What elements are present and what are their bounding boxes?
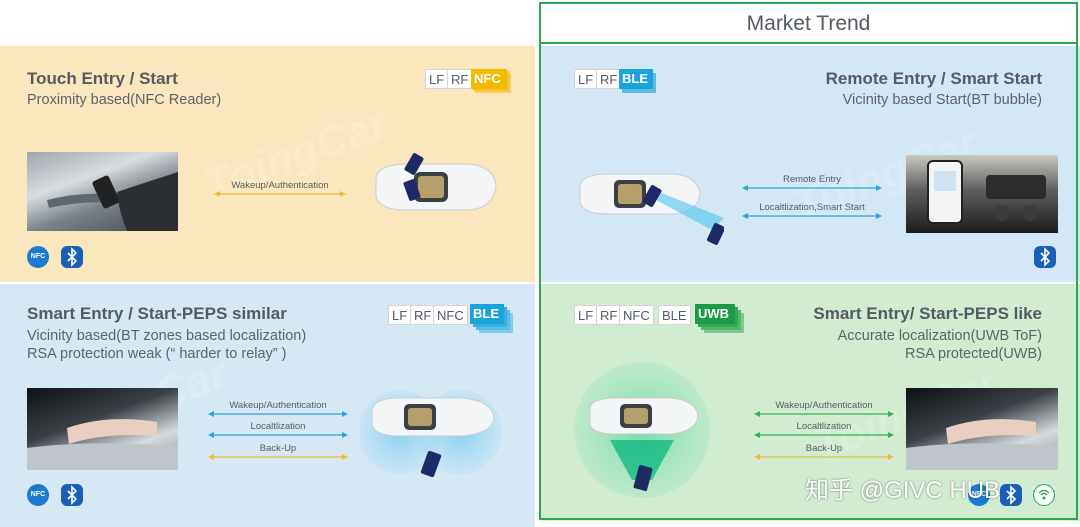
zhihu-site: 知乎 bbox=[805, 477, 853, 504]
peps-like-arrow-label-2: Localtlization bbox=[796, 421, 852, 432]
peps-similar-subtitle-2: RSA protection weak (“ harder to relay” … bbox=[27, 346, 287, 362]
zhihu-watermark: 知乎 @GIVC HUB bbox=[805, 470, 1000, 505]
remote-arrow-label-1: Remote Entry bbox=[782, 174, 842, 185]
car-uwb-zone bbox=[574, 362, 710, 498]
car-ble-bubble bbox=[579, 173, 724, 245]
peps-similar-arrow-label-3: Back-Up bbox=[259, 443, 297, 454]
bluetooth-icon bbox=[61, 246, 83, 268]
touch-entry-subtitle: Proximity based(NFC Reader) bbox=[27, 92, 222, 108]
door-handle-illustration bbox=[47, 172, 178, 231]
tag-lf: LF bbox=[388, 305, 412, 325]
peps-similar-tech-tags: LF RF NFC BLE bbox=[388, 304, 528, 334]
tag-ble-highlight: BLE bbox=[470, 304, 504, 324]
peps-like-arrow-label-3: Back-Up bbox=[805, 443, 843, 454]
bluetooth-icon bbox=[1034, 246, 1056, 268]
remote-entry-subtitle: Vicinity based Start(BT bubble) bbox=[842, 92, 1042, 108]
bluetooth-icon bbox=[1000, 484, 1022, 506]
photo-phone-in-car bbox=[906, 155, 1058, 233]
bluetooth-icon bbox=[61, 484, 83, 506]
tag-lf: LF bbox=[574, 69, 598, 89]
market-trend-heading: Market Trend bbox=[541, 4, 1076, 44]
tag-ble-highlight: BLE bbox=[619, 69, 653, 89]
photo-hand-on-door bbox=[906, 388, 1058, 470]
tag-nfc: NFC bbox=[619, 305, 654, 325]
peps-similar-arrow-label-1: Wakeup/Authentication bbox=[229, 400, 327, 411]
car-top-view bbox=[375, 153, 497, 211]
peps-similar-arrow-label-2: Localtlization bbox=[250, 421, 306, 432]
tag-uwb-highlight: UWB bbox=[695, 304, 735, 324]
peps-like-tech-tags: LF RF NFC BLE UWB bbox=[574, 304, 754, 334]
touch-arrow-wakeup bbox=[214, 191, 346, 197]
peps-like-subtitle-1: Accurate localization(UWB ToF) bbox=[837, 328, 1042, 344]
market-trend-frame bbox=[539, 2, 1078, 520]
remote-arrows bbox=[742, 185, 882, 219]
peps-like-arrow-label-1: Wakeup/Authentication bbox=[775, 400, 873, 411]
touch-tech-tags: LF RF NFC bbox=[425, 68, 515, 98]
nfc-icon: NFC bbox=[27, 484, 49, 506]
nfc-icon: NFC bbox=[27, 246, 49, 268]
peps-similar-title: Smart Entry / Start-PEPS similar bbox=[27, 304, 287, 323]
remote-tech-tags: LF RF BLE bbox=[574, 68, 664, 98]
peps-like-subtitle-2: RSA protected(UWB) bbox=[905, 346, 1042, 362]
nfc-icon: NFC bbox=[968, 484, 990, 506]
remote-entry-title: Remote Entry / Smart Start bbox=[825, 69, 1042, 88]
tag-nfc-highlight: NFC bbox=[471, 69, 507, 89]
touch-arrow-label: Wakeup/Authentication bbox=[231, 180, 329, 191]
tag-rf: RF bbox=[596, 305, 622, 325]
touch-entry-title: Touch Entry / Start bbox=[27, 69, 178, 88]
peps-similar-arrows bbox=[208, 411, 348, 460]
uwb-icon bbox=[1033, 484, 1055, 506]
peps-like-title: Smart Entry/ Start-PEPS like bbox=[813, 304, 1042, 323]
tag-nfc: NFC bbox=[433, 305, 468, 325]
tag-lf: LF bbox=[574, 305, 598, 325]
zhihu-handle: @GIVC HUB bbox=[859, 477, 1001, 504]
peps-similar-subtitle-1: Vicinity based(BT zones based localizati… bbox=[27, 328, 307, 344]
tag-ble: BLE bbox=[658, 305, 691, 325]
tag-rf: RF bbox=[410, 305, 436, 325]
peps-like-arrows bbox=[754, 411, 894, 460]
tag-rf: RF bbox=[447, 69, 473, 89]
car-ble-zones bbox=[360, 390, 502, 478]
photo-hand-on-door bbox=[27, 388, 178, 470]
tag-rf: RF bbox=[596, 69, 622, 89]
tag-lf: LF bbox=[425, 69, 449, 89]
remote-arrow-label-2: Localtlization,Smart Start bbox=[759, 202, 865, 213]
photo-door-handle-phone bbox=[27, 152, 178, 231]
